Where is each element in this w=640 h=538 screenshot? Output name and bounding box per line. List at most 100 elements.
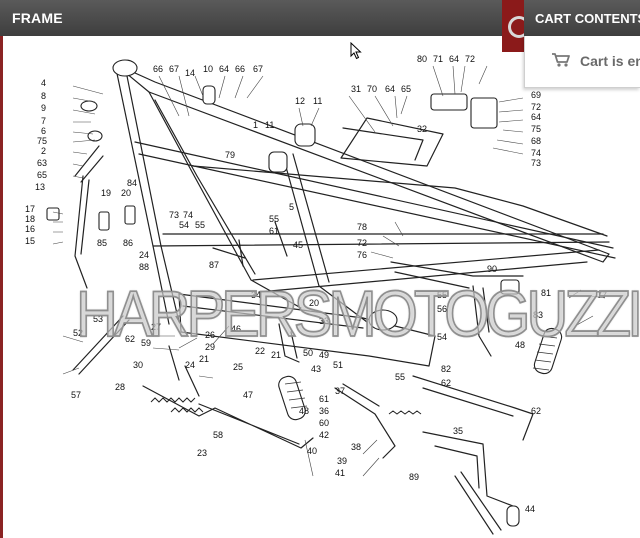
part-callout: 24 — [139, 250, 149, 260]
part-callout: 42 — [319, 430, 329, 440]
part-callout: 5 — [289, 202, 294, 212]
part-callout: 65 — [37, 170, 47, 180]
part-callout: 64 — [531, 112, 541, 122]
part-callout: 55 — [269, 214, 279, 224]
part-callout: 31 — [351, 84, 361, 94]
part-callout: 86 — [123, 238, 133, 248]
part-callout: 74 — [183, 210, 193, 220]
cart-header: CART CONTENTS — [524, 0, 640, 36]
part-callout: 54 — [437, 332, 447, 342]
part-callout: 20 — [309, 298, 319, 308]
part-callout: 20 — [121, 188, 131, 198]
part-callout: 12 — [295, 96, 305, 106]
part-callout: 66 — [153, 64, 163, 74]
part-callout: 75 — [37, 136, 47, 146]
part-callout: 1 — [253, 120, 258, 130]
part-callout: 48 — [515, 340, 525, 350]
frame-linework — [72, 63, 616, 535]
page-left-border — [0, 36, 3, 538]
part-callout: 39 — [337, 456, 347, 466]
part-callout: 34 — [251, 290, 261, 300]
part-callout: 60 — [319, 418, 329, 428]
part-callout: 77 — [597, 290, 607, 300]
cart-panel: Cart is empty — [524, 36, 640, 88]
part-callout: 55 — [395, 372, 405, 382]
cart-icon — [552, 53, 570, 67]
part-callout: 44 — [525, 504, 535, 514]
part-callout: 32 — [417, 124, 427, 134]
part-callout: 40 — [307, 446, 317, 456]
part-callout: 64 — [449, 54, 459, 64]
part-callout: 21 — [199, 354, 209, 364]
part-callout: 9 — [41, 103, 46, 113]
part-callout: 72 — [531, 102, 541, 112]
part-callout: 38 — [351, 442, 361, 452]
part-callout: 17 — [25, 204, 35, 214]
part-callout: 73 — [531, 158, 541, 168]
part-callout: 8 — [41, 91, 46, 101]
part-callout: 89 — [409, 472, 419, 482]
part-callout: 36 — [319, 406, 329, 416]
part-callout: 68 — [531, 136, 541, 146]
part-callout: 47 — [243, 390, 253, 400]
part-callout: 37 — [335, 386, 345, 396]
part-callout: 63 — [37, 158, 47, 168]
part-callout: 33 — [319, 316, 329, 326]
footpeg-rubbers — [278, 327, 563, 527]
part-callout: 46 — [231, 324, 241, 334]
part-callout: 62 — [125, 334, 135, 344]
part-callout: 35 — [453, 426, 463, 436]
part-callout: 53 — [93, 314, 103, 324]
part-callout: 72 — [357, 238, 367, 248]
springs — [150, 397, 422, 415]
part-callout: 90 — [487, 264, 497, 274]
mouse-cursor-icon — [350, 42, 362, 60]
part-callout: 27 — [151, 322, 161, 332]
part-callout: 14 — [185, 68, 195, 78]
part-callout: 24 — [185, 360, 195, 370]
part-callout: 52 — [73, 328, 83, 338]
part-callout: 67 — [169, 64, 179, 74]
part-callout: 50 — [303, 348, 313, 358]
part-callout: 62 — [441, 378, 451, 388]
part-callout: 19 — [101, 188, 111, 198]
part-callout: 66 — [235, 64, 245, 74]
cart-empty-text: Cart is empty — [580, 53, 640, 69]
part-callout: 56 — [437, 304, 447, 314]
section-title: FRAME — [12, 10, 63, 26]
leader-lines — [52, 65, 606, 477]
part-callout: 75 — [531, 124, 541, 134]
part-callout: 55 — [195, 220, 205, 230]
part-callout: 57 — [71, 390, 81, 400]
part-callout: 6 — [41, 126, 46, 136]
part-callout: 84 — [127, 178, 137, 188]
part-callout: 7 — [41, 116, 46, 126]
part-callout: 48 — [299, 406, 309, 416]
part-callout: 22 — [255, 346, 265, 356]
part-callout: 13 — [35, 182, 45, 192]
part-callout: 10 — [203, 64, 213, 74]
frame-section-header: FRAME — [0, 0, 502, 36]
part-callout: 69 — [531, 90, 541, 100]
part-callout: 62 — [531, 406, 541, 416]
part-callout: 61 — [269, 226, 279, 236]
part-callout: 15 — [25, 236, 35, 246]
part-callout: 16 — [25, 224, 35, 234]
part-callout: 59 — [141, 338, 151, 348]
cart-tab-strip — [502, 0, 530, 52]
part-callout: 70 — [367, 84, 377, 94]
part-callout: 80 — [417, 54, 427, 64]
part-callout: 74 — [531, 148, 541, 158]
part-callout: 28 — [115, 382, 125, 392]
part-callout: 64 — [385, 84, 395, 94]
part-callout: 81 — [541, 288, 551, 298]
part-callout: 43 — [311, 364, 321, 374]
footpeg-ribs — [284, 335, 558, 409]
part-callout: 78 — [357, 222, 367, 232]
part-callout: 25 — [233, 362, 243, 372]
part-callout: 4 — [41, 78, 46, 88]
part-callout: 11 — [265, 120, 274, 130]
part-callout: 51 — [333, 360, 343, 370]
